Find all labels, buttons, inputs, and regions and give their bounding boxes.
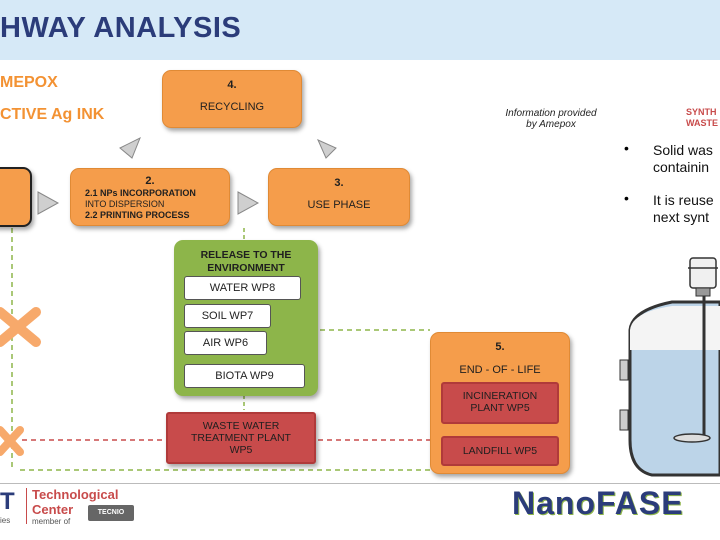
blocked-x-icon [0, 307, 41, 347]
eol-label: END - OF - LIFE [459, 364, 541, 376]
company-label: MEPOX [0, 74, 58, 91]
box-recycling: 4. RECYCLING [162, 70, 302, 128]
header-bar [0, 0, 720, 60]
info-line1: Information provided [505, 108, 597, 119]
eol-number: 5. [495, 341, 505, 353]
footer-divider [0, 483, 720, 484]
bullet2-line2: next synt [653, 209, 710, 225]
tecnio-logo: TECNIO [88, 505, 134, 521]
bullet1-line2: containin [653, 159, 710, 175]
incorporation-line1: 2.1 NPs INCORPORATION [85, 188, 196, 198]
box-landfill: LANDFILL WP5 [441, 436, 559, 466]
incorporation-number: 2. [145, 175, 155, 187]
synth-label: SYNTH [686, 107, 717, 117]
tc-line2: Center [32, 502, 74, 517]
recycling-number: 4. [227, 79, 237, 91]
bullet2-line1: It is reuse [653, 192, 714, 208]
bullet1-line1: Solid was [653, 142, 713, 158]
incorporation-line3: 2.2 PRINTING PROCESS [85, 210, 190, 220]
box-soil: SOIL WP7 [184, 304, 271, 328]
arrow-1-to-4 [119, 136, 141, 159]
partner-logo-left: T [0, 488, 15, 515]
arrow-box2-to-3 [237, 191, 260, 215]
info-line2: by Amepox [526, 119, 576, 130]
waste-label: WASTE [686, 118, 719, 128]
box-incorporation: 2. 2.1 NPs INCORPORATION INTO DISPERSION… [70, 168, 230, 226]
incineration-line2: PLANT WP5 [470, 402, 530, 414]
tc-line1: Technological [32, 487, 119, 502]
incorporation-line2: INTO DISPERSION [85, 199, 165, 209]
box-incineration: INCINERATION PLANT WP5 [441, 382, 559, 424]
incineration-line1: INCINERATION [462, 390, 538, 402]
box-water: WATER WP8 [184, 276, 301, 300]
release-line2: ENVIRONMENT [207, 262, 285, 274]
box-use-phase: 3. USE PHASE [268, 168, 410, 226]
bullet-2: • [624, 190, 629, 206]
release-line1: RELEASE TO THE [200, 249, 292, 261]
box-synthesis-partial [0, 167, 32, 227]
arrow-box1-to-2 [37, 191, 60, 215]
page-title: HWAY ANALYSIS [0, 12, 242, 44]
box-waste-water: WASTE WATER TREATMENT PLANT WP5 [166, 412, 316, 464]
info-text: Information provided by Amepox [486, 108, 616, 130]
use-number: 3. [334, 177, 344, 189]
wastewater-line1: WASTE WATER [202, 420, 280, 432]
use-label: USE PHASE [307, 199, 371, 211]
box-air: AIR WP6 [184, 331, 267, 355]
wastewater-line2: TREATMENT PLANT [191, 432, 291, 444]
arrow-4-to-3 [317, 139, 337, 159]
partner-logo-sub: ies [0, 516, 11, 525]
recycling-label: RECYCLING [199, 101, 265, 113]
box-biota: BIOTA WP9 [184, 364, 305, 388]
logo-divider [26, 488, 27, 524]
reactor-icon [619, 257, 720, 477]
blocked-x-icon-2 [0, 426, 24, 456]
nanofase-logo: NanoFASE [512, 485, 684, 521]
product-label: CTIVE Ag INK [0, 106, 105, 123]
bullet-1: • [624, 140, 629, 156]
wastewater-line3: WP5 [229, 444, 253, 456]
member-of: member of [32, 517, 71, 526]
